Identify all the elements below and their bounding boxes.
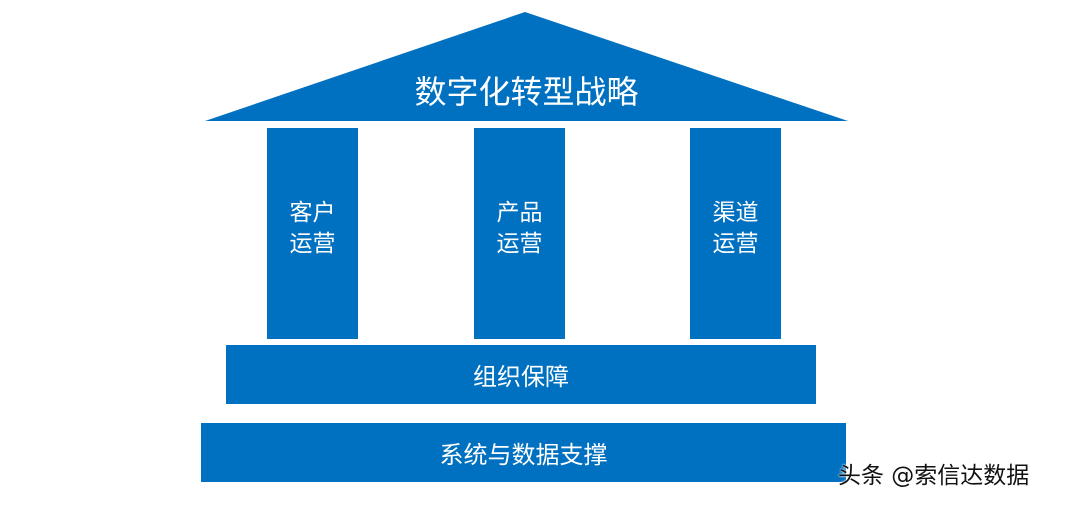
- roof-triangle: [205, 12, 848, 121]
- pillar-customer-operations: 客户运营: [267, 128, 358, 339]
- bar-label: 组织保障: [473, 363, 569, 391]
- pillar-label: 客户运营: [289, 199, 336, 257]
- system-data-support-bar: 系统与数据支撑: [201, 423, 846, 482]
- bar-label: 系统与数据支撑: [439, 441, 608, 469]
- pillar-product-operations: 产品运营: [474, 128, 565, 339]
- pillar-label: 渠道运营: [712, 199, 759, 257]
- organization-support-bar: 组织保障: [226, 345, 816, 404]
- watermark: 头条 @索信达数据: [838, 463, 1030, 489]
- pillar-label: 产品运营: [496, 199, 543, 257]
- roof-label: 数字化转型战略: [414, 73, 639, 111]
- pillar-channel-operations: 渠道运营: [690, 128, 781, 339]
